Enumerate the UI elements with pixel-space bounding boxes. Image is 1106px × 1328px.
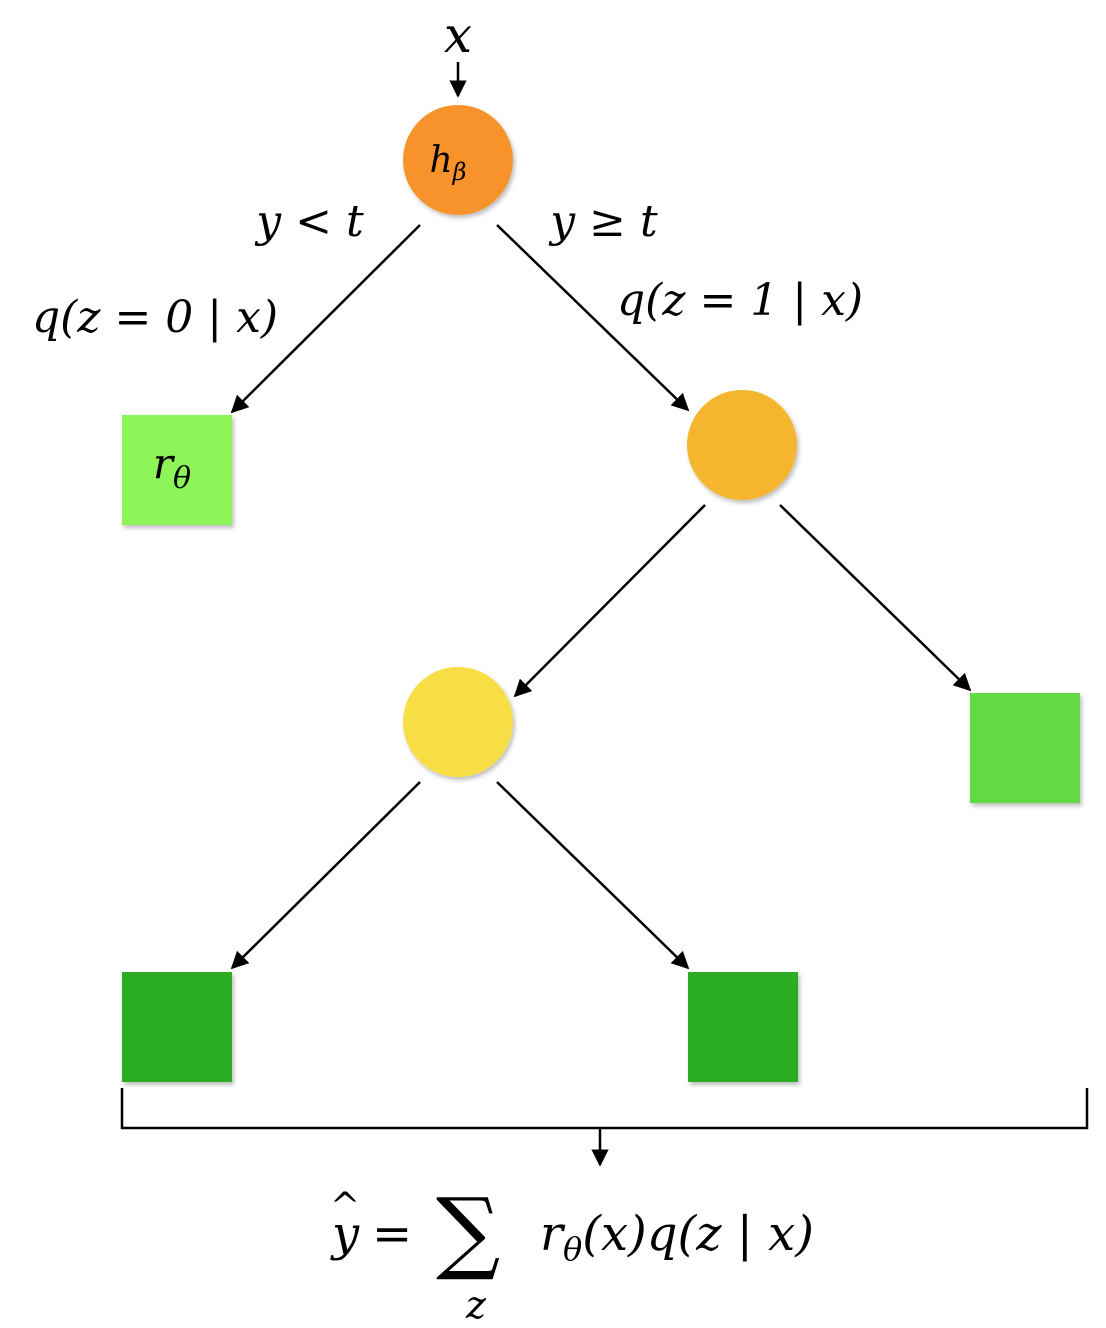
leaf-label: rθ bbox=[153, 439, 191, 496]
formula-rest: rθ(x)q(z | x) bbox=[540, 1206, 814, 1268]
left-condition-label: y < t bbox=[254, 196, 364, 247]
formula-y: y bbox=[330, 1206, 360, 1262]
right-condition-label: y ≥ t bbox=[548, 196, 658, 247]
left-probability-label: q(z = 0 | x) bbox=[32, 292, 278, 343]
aggregation-bracket bbox=[120, 1088, 1089, 1130]
formula-sum: ∑ bbox=[436, 1179, 500, 1284]
edge-node2-right bbox=[496, 781, 690, 970]
leaf-right bbox=[970, 693, 1080, 803]
edge-node1-right bbox=[779, 504, 972, 692]
output-formula: y ^ = ∑ z rθ(x)q(z | x) bbox=[330, 1179, 814, 1327]
formula-sum-index: z bbox=[465, 1283, 487, 1327]
formula-hat: ^ bbox=[330, 1186, 360, 1227]
edge-root-right bbox=[496, 224, 690, 412]
leaf-bottom-mid bbox=[688, 972, 798, 1082]
internal-node-2 bbox=[403, 667, 513, 777]
root-node bbox=[403, 105, 513, 215]
leaf-bottom-left bbox=[122, 972, 232, 1082]
edge-root-left bbox=[230, 224, 421, 414]
edge-node1-left bbox=[513, 504, 706, 698]
right-probability-label: q(z = 1 | x) bbox=[617, 275, 863, 326]
input-label: x bbox=[444, 6, 472, 64]
formula-equals: = bbox=[372, 1206, 412, 1262]
edge-node2-left bbox=[230, 781, 421, 970]
root-label: hβ bbox=[429, 140, 466, 186]
leaf-left bbox=[122, 415, 232, 525]
internal-node-1 bbox=[687, 390, 797, 500]
